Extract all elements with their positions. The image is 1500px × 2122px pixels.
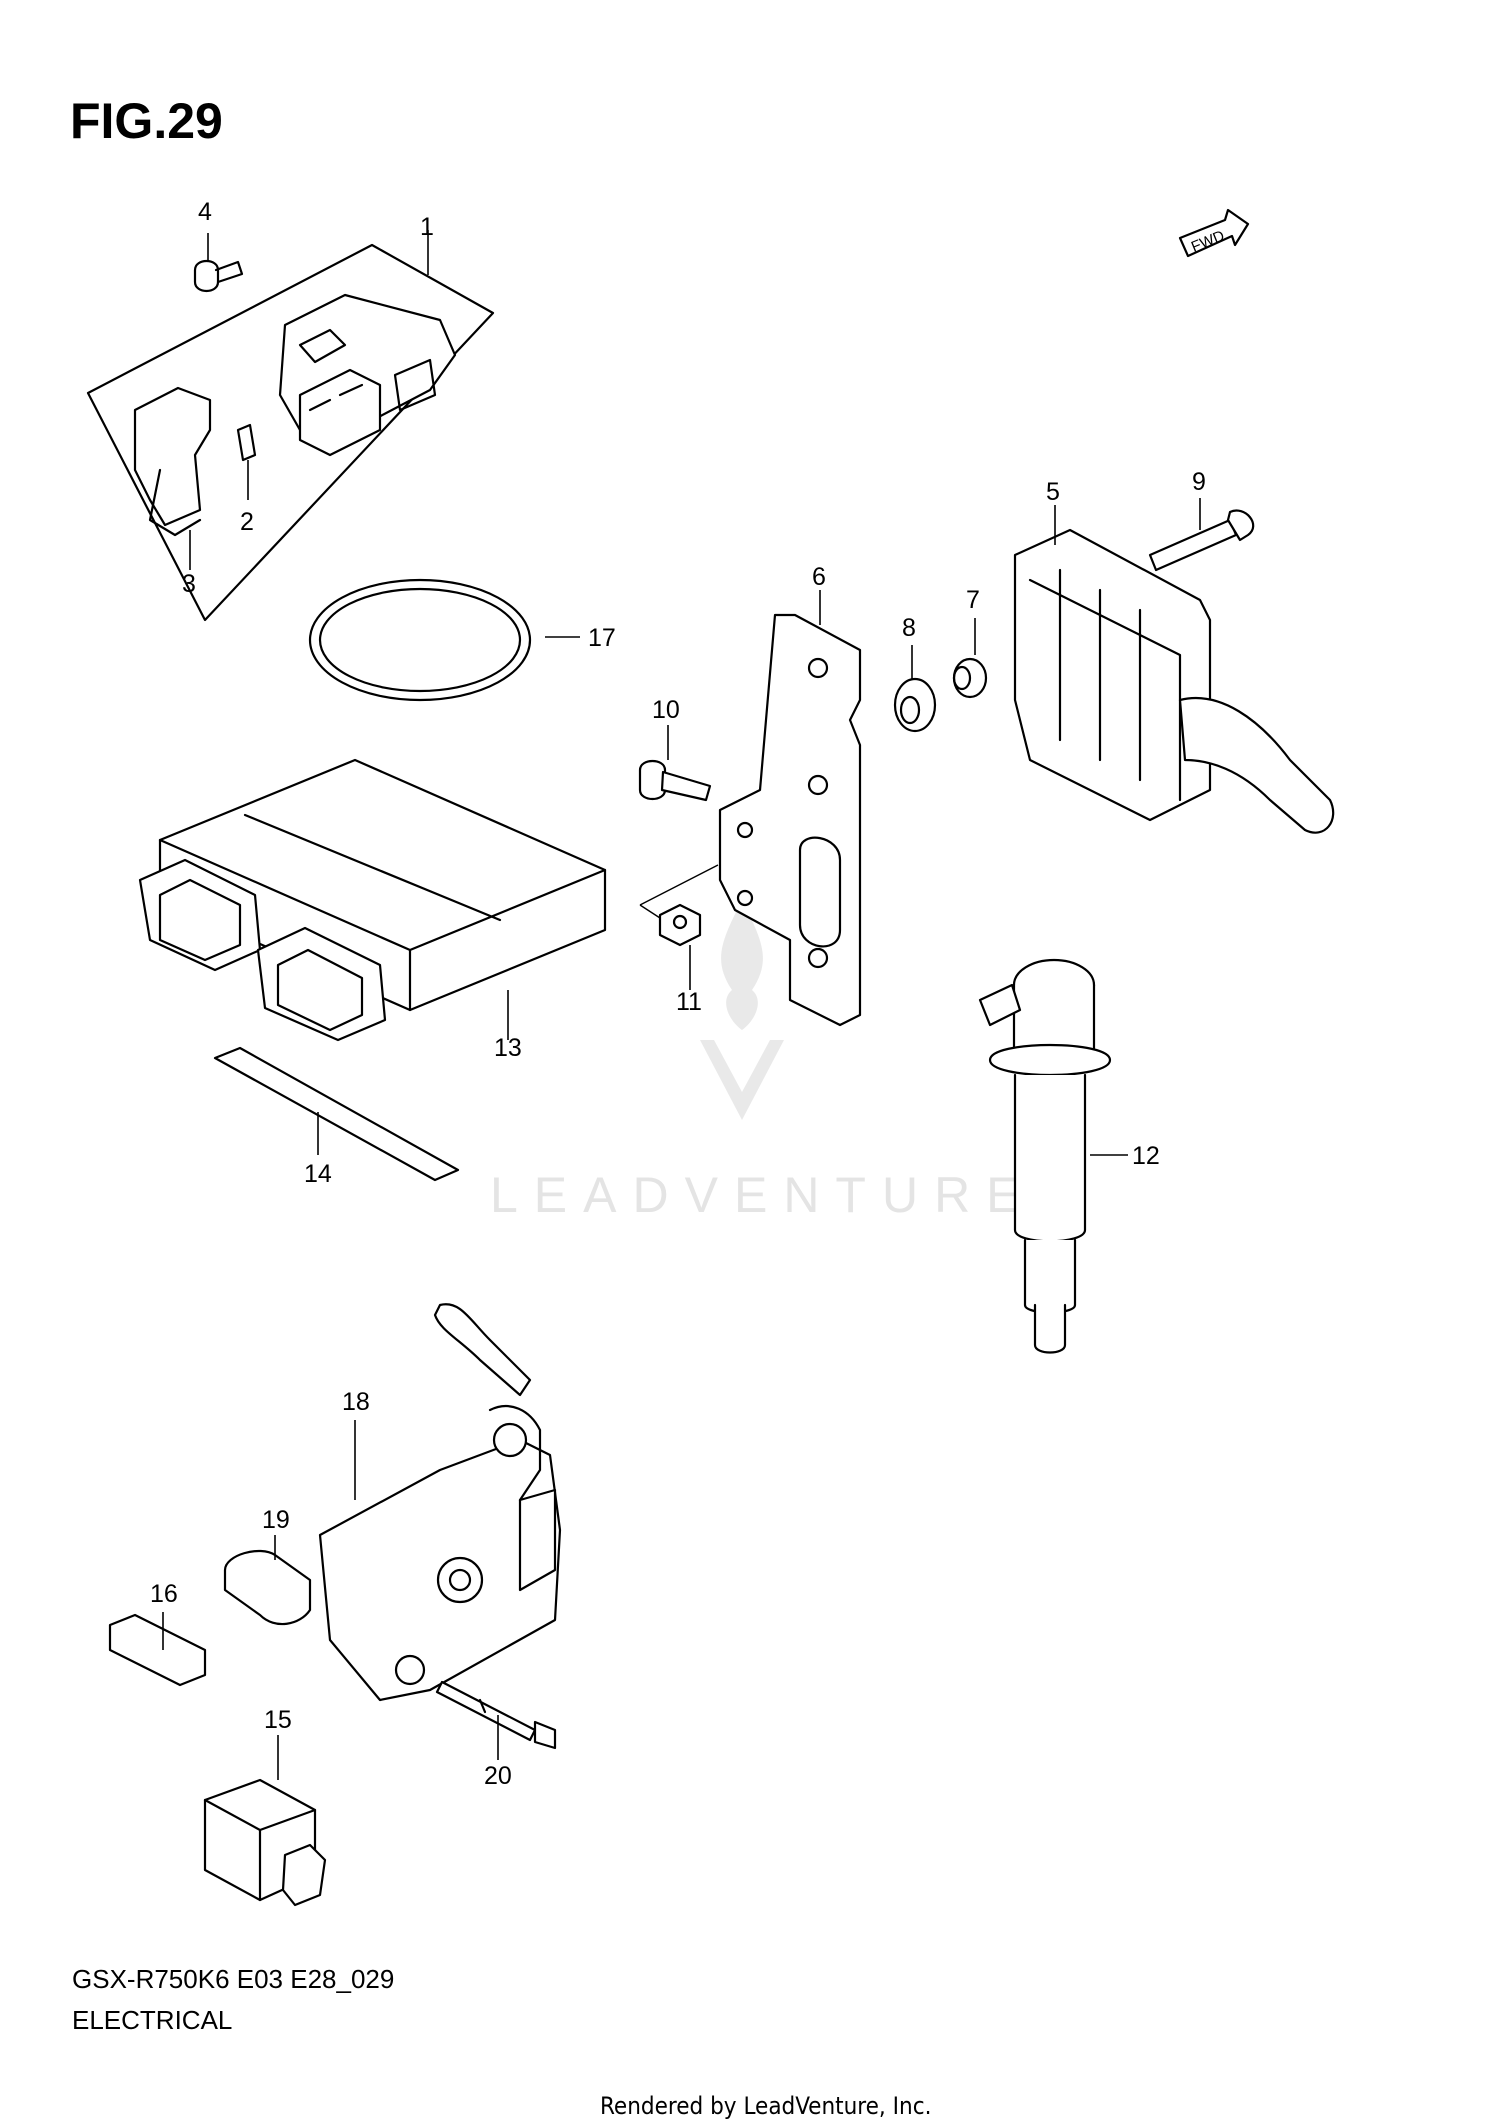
callout-6: 6 [812,563,826,591]
part-19-collar [223,1550,312,1626]
part-4-screw [193,259,244,293]
part-8-grommet [893,677,937,733]
callout-17: 17 [588,624,616,652]
callout-2: 2 [240,508,254,536]
part-1-fuse-box-assembly [86,243,495,622]
callout-18: 18 [342,1388,370,1416]
part-12-ignition-coil [978,958,1112,1354]
rendered-by-credit: Rendered by LeadVenture, Inc. [600,2092,932,2120]
part-11-dash-line [639,864,719,919]
part-10-bolt [638,759,712,802]
callout-9: 9 [1192,468,1206,496]
watermark-logo [700,900,784,1120]
callout-12: 12 [1132,1142,1160,1170]
callout-8: 8 [902,614,916,642]
callout-1: 1 [420,213,434,241]
callout-5: 5 [1046,478,1060,506]
part-17-rubber-band [308,578,532,702]
callout-19: 19 [262,1506,290,1534]
part-14-strip [213,1046,460,1182]
callout-numbers: 4 1 2 3 5 6 7 8 9 10 11 12 13 14 15 16 1… [150,198,1206,1790]
callout-13: 13 [494,1034,522,1062]
leader-lines [162,230,1201,1780]
fwd-arrow-icon: FWD [1178,208,1250,258]
part-20-screw [435,1680,557,1750]
model-code: GSX-R750K6 E03 E28_029 [72,1964,395,1994]
callout-3: 3 [182,570,196,598]
part-9-bolt [1148,509,1255,572]
watermark-text: LEADVENTURE [490,1167,1036,1223]
callout-16: 16 [150,1580,178,1608]
part-7-collar [952,657,988,699]
callout-10: 10 [652,696,680,724]
part-5-regulator-rectifier [1013,528,1335,834]
part-6-bracket [718,613,862,1027]
callout-7: 7 [966,586,980,614]
callout-14: 14 [304,1160,332,1188]
part-15-sensor [203,1778,327,1907]
part-13-ecm [138,758,607,1042]
callout-15: 15 [264,1706,292,1734]
callout-20: 20 [484,1762,512,1790]
part-18-sensor [318,1303,562,1702]
part-16-pad [108,1613,207,1687]
figure-title: FIG.29 [70,93,223,149]
section-name: ELECTRICAL [72,2005,233,2035]
part-11-nut [658,903,702,947]
callout-11: 11 [676,988,702,1016]
callout-4: 4 [198,198,212,226]
